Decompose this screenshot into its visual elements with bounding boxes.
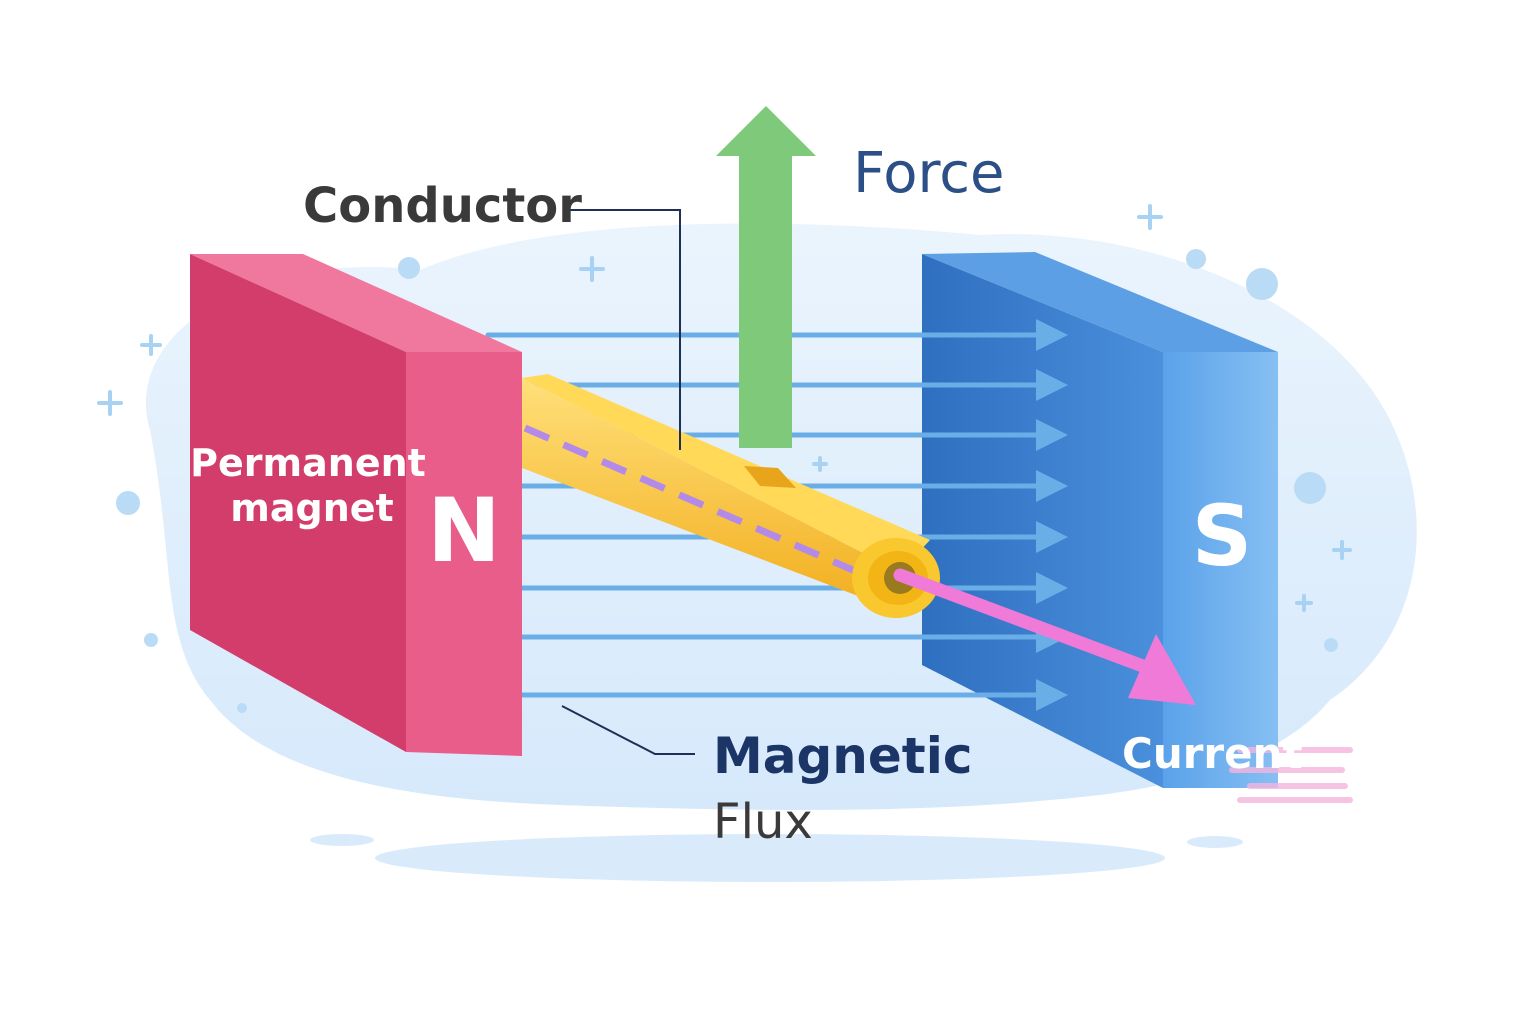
current-arrow — [893, 568, 1353, 803]
force-label: Force — [853, 141, 1005, 206]
north-pole-label: N — [427, 479, 501, 582]
current-motion-streaks — [1229, 747, 1353, 803]
south-magnet-top-face — [922, 252, 1278, 352]
north-magnet-front-face — [406, 352, 522, 756]
magnetic-flux-label-line2: Flux — [713, 794, 813, 850]
south-pole-label: S — [1192, 487, 1253, 585]
permanent-magnet-label-line1: Permanent — [190, 441, 426, 485]
south-magnet-side-face — [1163, 352, 1278, 788]
north-magnet-left-face — [190, 254, 406, 752]
flux-leader-line — [561, 705, 695, 755]
decorative-sparkles — [97, 204, 1352, 713]
magnetic-flux-lines — [485, 319, 1068, 711]
conductor-leader-line — [568, 209, 681, 450]
magnetic-flux-label-line1: Magnetic — [713, 727, 972, 785]
force-arrow — [716, 106, 816, 448]
conductor-bar — [522, 374, 940, 618]
north-magnet-top-face — [190, 254, 522, 352]
current-label: Current — [1122, 729, 1303, 778]
permanent-magnet-label-line2: magnet — [230, 486, 393, 530]
current-path-dashed — [523, 424, 864, 578]
north-magnet — [190, 254, 522, 756]
conductor-clip — [744, 466, 796, 488]
flux-line — [485, 679, 1068, 711]
conductor-label: Conductor — [303, 178, 582, 234]
